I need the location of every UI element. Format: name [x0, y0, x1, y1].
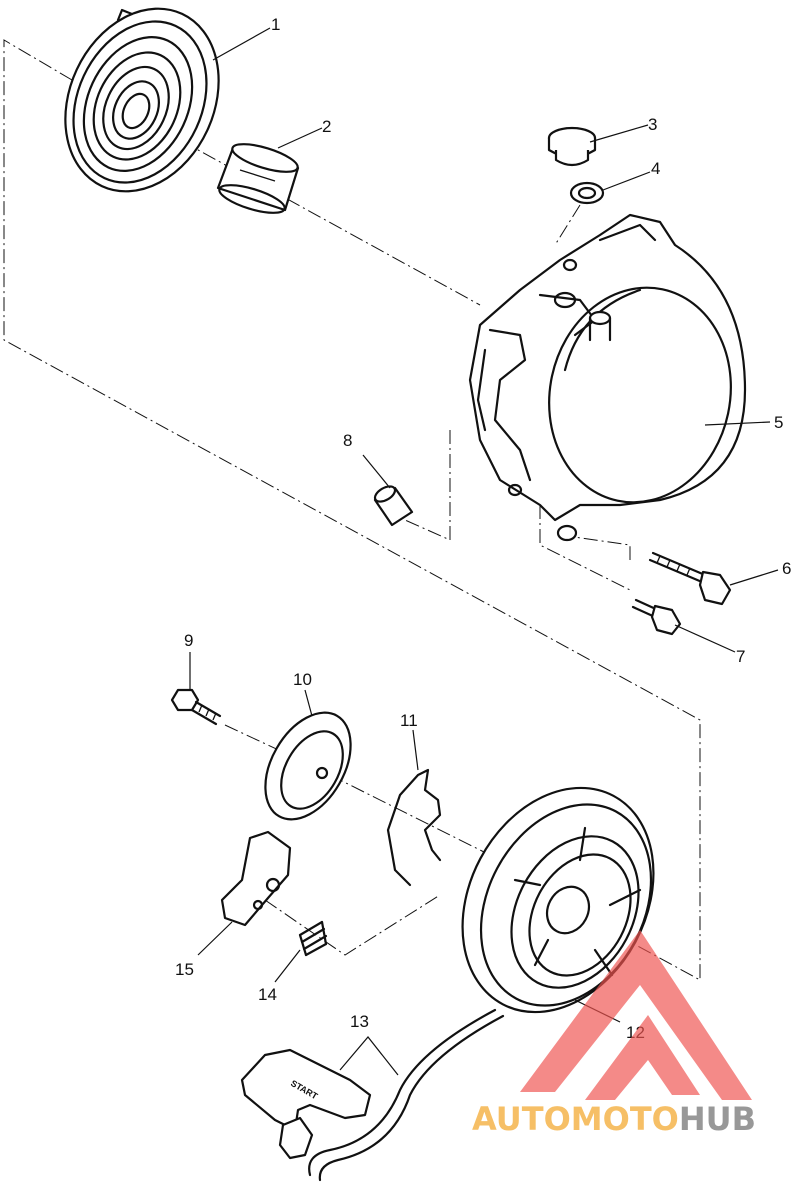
pawl-spring [298, 920, 328, 957]
watermark-triangle-logo [520, 930, 752, 1100]
long-bolt [648, 551, 732, 606]
callout-5: 5 [774, 413, 783, 432]
starter-rope-and-handle: START [240, 1008, 505, 1182]
starter-housing [468, 213, 747, 542]
recoil-spring [64, 7, 220, 193]
collar [373, 485, 414, 527]
callout-2: 2 [322, 117, 331, 136]
callout-1: 1 [271, 15, 280, 34]
washer [569, 181, 605, 205]
automotohub-watermark: AUTOMOTOHUB [472, 930, 756, 1138]
callout-6: 6 [782, 559, 791, 578]
callout-11: 11 [400, 711, 418, 730]
callout-7: 7 [736, 647, 745, 666]
callout-9: 9 [184, 631, 193, 650]
oil-plug [547, 126, 597, 167]
short-bolt [631, 598, 682, 636]
ratchet-pawl [220, 830, 292, 927]
svg-text:AUTOMOTOHUB: AUTOMOTOHUB [472, 1100, 756, 1138]
callout-10: 10 [293, 670, 312, 689]
callout-8: 8 [343, 431, 352, 450]
spring-clip [386, 768, 442, 887]
watermark-text-automoto: AUTOMOTO [472, 1100, 679, 1138]
callout-4: 4 [651, 159, 660, 178]
callout-14: 14 [258, 985, 277, 1004]
friction-plate [264, 711, 352, 821]
leader-lines [189, 27, 779, 1076]
hex-bolt [170, 688, 222, 726]
callout-13: 13 [350, 1012, 369, 1031]
assembly-center-lines [3, 39, 701, 981]
bushing [216, 143, 300, 214]
watermark-text-hub: HUB [679, 1100, 756, 1138]
callout-3: 3 [648, 115, 657, 134]
rope-pulley [461, 786, 655, 1014]
callout-15: 15 [175, 960, 194, 979]
